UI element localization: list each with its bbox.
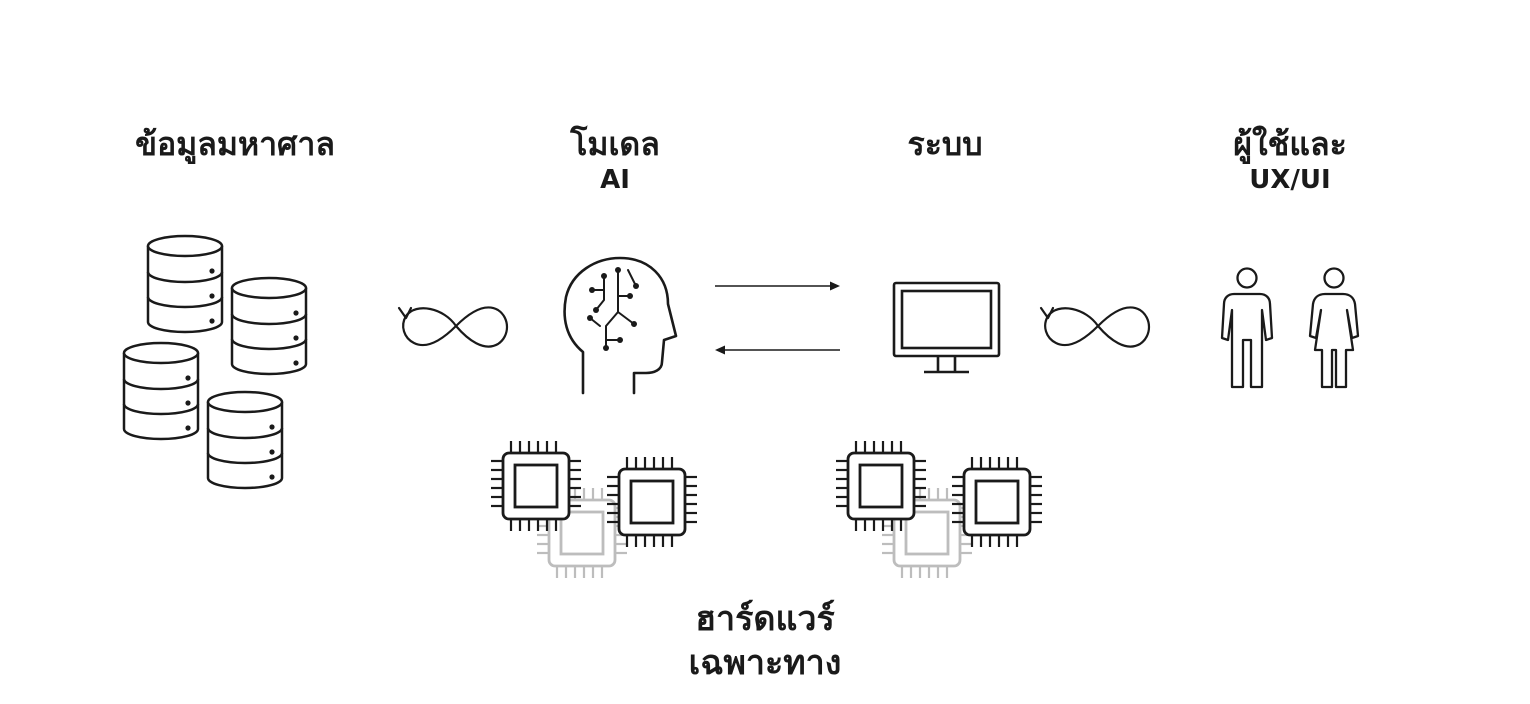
hardware-label: ฮาร์ดแวร์ เฉพาะทาง <box>620 597 910 685</box>
ai-model-label-line2: AI <box>600 165 630 195</box>
infinity-loop-icon <box>397 306 509 348</box>
users-label-line2: UX/UI <box>1249 165 1331 195</box>
system-label-line1: ระบบ <box>907 125 983 163</box>
chip-cluster-icon <box>491 441 697 578</box>
man-woman-icon <box>1220 267 1360 389</box>
bidirectional-arrows-icon <box>715 281 840 355</box>
system-label: ระบบ <box>845 124 1045 164</box>
users-label: ผู้ใช้และ UX/UI <box>1190 124 1390 197</box>
hardware-label-line1: ฮาร์ดแวร์ <box>695 599 835 639</box>
monitor-icon <box>892 281 1001 374</box>
ai-model-label-line1: โมเดล <box>570 125 660 163</box>
hardware-label-line2: เฉพาะทาง <box>688 643 842 684</box>
ai-model-label: โมเดล AI <box>515 124 715 197</box>
users-label-line1: ผู้ใช้และ <box>1233 125 1347 163</box>
ai-head-circuit-icon <box>563 256 678 395</box>
database-stack-icon <box>122 234 308 490</box>
infinity-loop-icon <box>1039 306 1151 348</box>
chip-cluster-icon <box>836 441 1042 578</box>
big-data-label: ข้อมูลมหาศาล <box>60 124 410 164</box>
big-data-label-line1: ข้อมูลมหาศาล <box>135 125 335 163</box>
